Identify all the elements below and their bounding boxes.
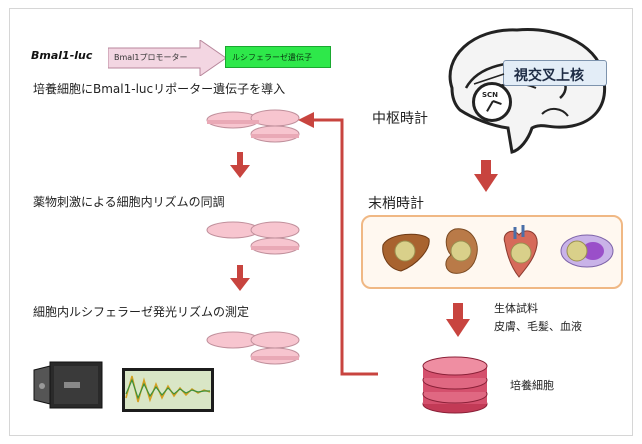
step-3-text: 細胞内ルシフェラーゼ発光リズムの測定 (33, 305, 250, 319)
luciferase-gene-box: ルシフェラーゼ遺伝子 (225, 46, 331, 68)
promoter-label: Bmal1プロモーター (114, 53, 188, 62)
down-arrow-2 (230, 265, 250, 291)
brain-illustration (448, 28, 607, 154)
sample-items: 皮膚、毛髪、血液 (494, 320, 582, 333)
culture-dishes-3 (206, 331, 300, 365)
luminescence-rhythm-plot (122, 368, 214, 412)
culture-dish-stack-icon (422, 356, 488, 414)
cell-icon (560, 234, 614, 268)
down-arrow-brain (474, 160, 498, 192)
peripheral-organs-box (361, 215, 623, 289)
scn-pointer-line (473, 73, 505, 85)
central-clock-label: 中枢時計 (372, 111, 428, 127)
step-1-text: 培養細胞にBmal1-lucリポーター遺伝子を導入 (33, 82, 286, 96)
feedback-arrow (298, 112, 378, 376)
culture-dishes-1 (206, 109, 300, 143)
scn-label-text: 視交叉上核 (514, 68, 584, 84)
promoter-arrow: Bmal1プロモーター (108, 40, 226, 76)
figure-frame (9, 8, 633, 436)
scn-label-box: 視交叉上核 (503, 60, 607, 86)
step-2-text: 薬物刺激による細胞内リズムの同調 (33, 195, 225, 209)
luciferase-gene-label: ルシフェラーゼ遺伝子 (232, 53, 312, 62)
down-arrow-organs (446, 303, 470, 337)
sample-title: 生体試料 (494, 302, 538, 315)
kidney-icon (445, 228, 478, 274)
down-arrow-1 (230, 152, 250, 178)
culture-dishes-2 (206, 221, 300, 255)
heart-icon (503, 225, 538, 278)
peripheral-clock-label: 末梢時計 (368, 196, 424, 212)
culture-cells-label: 培養細胞 (510, 379, 554, 392)
liver-icon (382, 233, 430, 272)
luminometer-icon (33, 361, 103, 409)
scn-clock-icon: SCN (472, 82, 512, 122)
bmal1-luc-label: Bmal1-luc (31, 49, 93, 62)
scn-abbrev: SCN (482, 91, 499, 99)
